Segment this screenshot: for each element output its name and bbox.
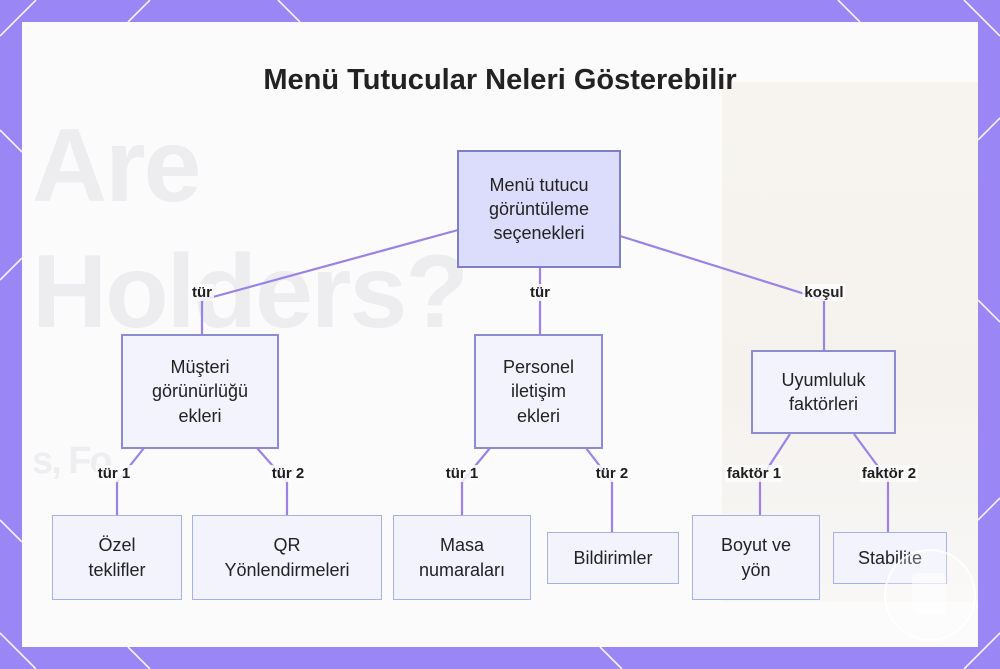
node-customer: Müşteri görünürlüğü ekleri xyxy=(121,334,279,449)
edge-staff-table xyxy=(460,447,491,515)
node-root-label: Menü tutucu görüntüleme seçenekleri xyxy=(488,174,590,244)
edge-label-compat-size: faktör 1 xyxy=(724,465,784,482)
edge-label-customer-qr: tür 2 xyxy=(269,465,307,482)
node-notifications: Bildirimler xyxy=(547,532,679,584)
edge-label-staff-notify: tür 2 xyxy=(593,465,631,482)
background-logo-badge xyxy=(884,549,976,641)
node-staff-label: Personel iletişim ekleri xyxy=(502,357,575,426)
node-size-direction-label: Boyut ve yön xyxy=(720,535,792,580)
edge-label-root-customer: tür xyxy=(190,284,214,301)
node-qr-redirects-label: QR Yönlendirmeleri xyxy=(224,535,350,580)
edge-label-root-staff: tür xyxy=(528,284,552,301)
node-size-direction: Boyut ve yön xyxy=(692,515,820,600)
edge-label-compat-stability: faktör 2 xyxy=(859,465,919,482)
node-special-offers-label: Özel teklifler xyxy=(88,535,146,580)
node-qr-redirects: QR Yönlendirmeleri xyxy=(192,515,382,600)
edge-label-root-compat: koşul xyxy=(802,284,846,301)
node-table-numbers-label: Masa numaraları xyxy=(418,535,506,580)
node-notifications-label: Bildirimler xyxy=(573,547,653,568)
edge-root-customer xyxy=(200,228,459,334)
node-customer-label: Müşteri görünürlüğü ekleri xyxy=(151,357,249,426)
node-special-offers: Özel teklifler xyxy=(52,515,182,600)
node-table-numbers: Masa numaraları xyxy=(393,515,531,600)
edge-root-compat xyxy=(619,234,826,350)
edge-customer-special xyxy=(115,447,145,515)
diagram-card: Are Holders? s, Fo Menü Tutucular Neleri… xyxy=(22,22,978,647)
node-compat: Uyumluluk faktörleri xyxy=(751,350,896,434)
background-text-line2: Holders? xyxy=(32,234,469,350)
node-root: Menü tutucu görüntüleme seçenekleri xyxy=(457,150,621,268)
diagram-title: Menü Tutucular Neleri Gösterebilir xyxy=(263,64,737,96)
edge-compat-stability xyxy=(853,433,890,532)
node-compat-label: Uyumluluk faktörleri xyxy=(781,369,866,414)
background-text-line1: Are xyxy=(32,108,201,224)
edge-label-staff-table: tür 1 xyxy=(443,465,481,482)
node-staff: Personel iletişim ekleri xyxy=(474,334,603,449)
edge-customer-qr xyxy=(256,447,289,515)
edge-staff-notify xyxy=(585,447,614,532)
edge-label-customer-special: tür 1 xyxy=(95,465,133,482)
